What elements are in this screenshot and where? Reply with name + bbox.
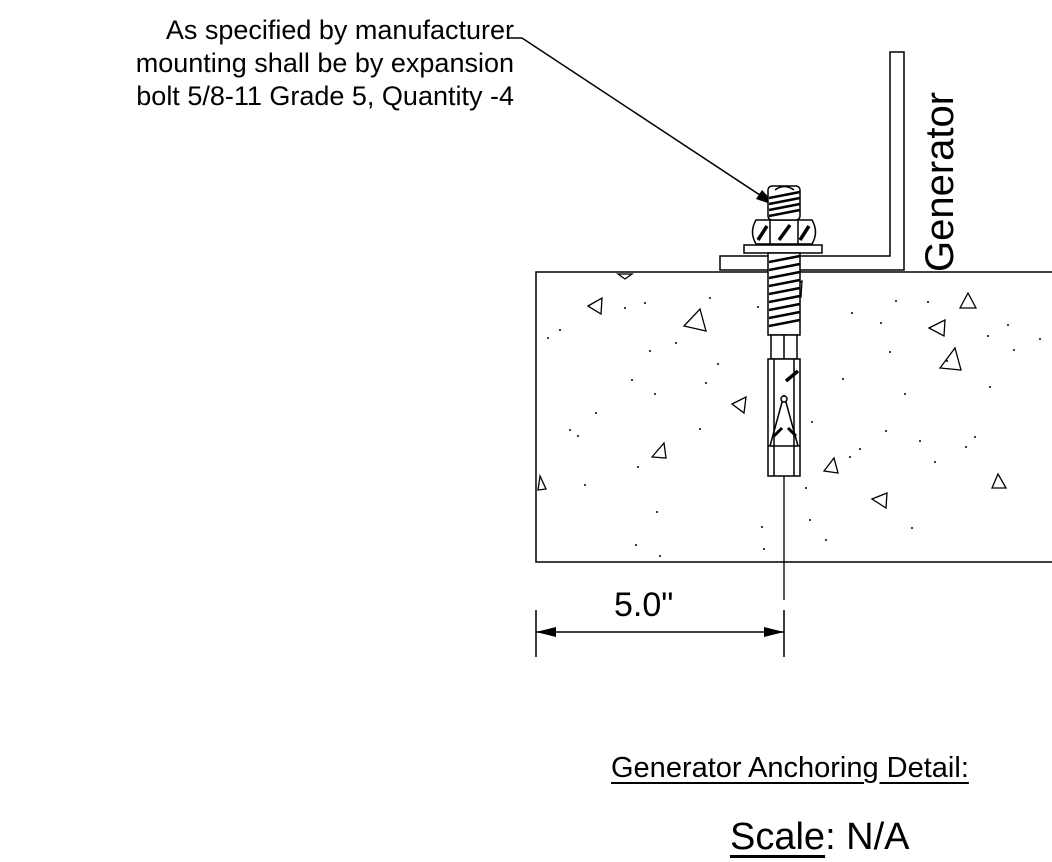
generator-bracket [719, 51, 905, 271]
threaded-shank [767, 252, 801, 336]
detail-title: Generator Anchoring Detail: [611, 752, 969, 784]
concrete-slab [535, 271, 1052, 563]
note-line-1: As specified by manufacturer [165, 15, 514, 45]
hex-nut [751, 219, 817, 245]
note-leader [508, 37, 773, 204]
aggregate-triangles [537, 273, 1008, 510]
dimension-arrow-left [536, 627, 556, 637]
threaded-rod-top [767, 185, 801, 221]
note-line-3: bolt 5/8-11 Grade 5, Quantity -4 [136, 81, 514, 111]
washer [743, 244, 823, 254]
expansion-sleeve [767, 358, 801, 477]
bolt-shank [770, 334, 798, 360]
scale-word: Scale [730, 816, 826, 858]
dimension-label: 5.0" [614, 586, 673, 624]
scale-label: Scale: N/A [730, 816, 910, 859]
note-line-2: mounting shall be by expansion [135, 48, 514, 78]
dimension-arrow-right [764, 627, 784, 637]
aggregate-dots [547, 297, 1041, 557]
scale-value: : N/A [825, 816, 910, 858]
dimension-line [535, 610, 785, 657]
manufacturer-note: As specified by manufacturer mounting sh… [0, 14, 514, 113]
generator-label: Generator [918, 92, 962, 272]
